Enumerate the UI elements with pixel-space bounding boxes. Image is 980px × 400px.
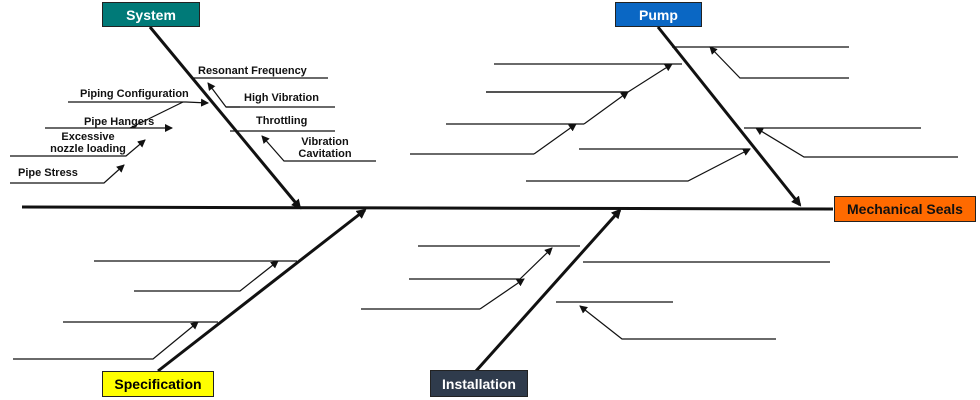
specification-cause-lines [13, 260, 297, 360]
effect-box: Mechanical Seals [834, 196, 976, 222]
cause-high-vibration: High Vibration [244, 92, 319, 104]
category-pump: Pump [615, 2, 702, 27]
cause-vibration-cavitation: Vibration Cavitation [294, 136, 356, 160]
specification-bone [157, 208, 367, 373]
pump-cause-lines [410, 46, 958, 182]
cause-excessive-nozzle-loading-line2: nozzle loading [50, 143, 126, 155]
cause-pipe-stress: Pipe Stress [18, 167, 78, 179]
pump-bone [656, 26, 802, 207]
effect-label: Mechanical Seals [847, 201, 963, 217]
cause-excessive-nozzle-loading-line1: Excessive [61, 131, 115, 143]
category-system-label: System [126, 6, 176, 23]
category-installation-label: Installation [442, 375, 516, 392]
cause-resonant-frequency: Resonant Frequency [198, 65, 307, 77]
cause-piping-configuration: Piping Configuration [80, 88, 189, 100]
spine-line [21, 205, 834, 211]
system-cause-lines-right [193, 77, 376, 162]
category-installation: Installation [430, 370, 528, 397]
category-pump-label: Pump [639, 6, 678, 23]
cause-vibration-cavitation-line2: Cavitation [298, 148, 352, 160]
cause-pipe-hangers: Pipe Hangers [84, 116, 155, 128]
cause-vibration-cavitation-line1: Vibration [301, 136, 349, 148]
cause-excessive-nozzle-loading: Excessive nozzle loading [47, 131, 129, 155]
installation-bone [474, 208, 622, 372]
category-specification: Specification [102, 371, 214, 397]
system-bone [148, 26, 302, 210]
category-system: System [102, 2, 200, 27]
category-specification-label: Specification [114, 376, 202, 392]
cause-throttling: Throttling [256, 115, 308, 127]
system-cause-lines-left [10, 98, 209, 184]
installation-cause-lines [361, 245, 830, 340]
